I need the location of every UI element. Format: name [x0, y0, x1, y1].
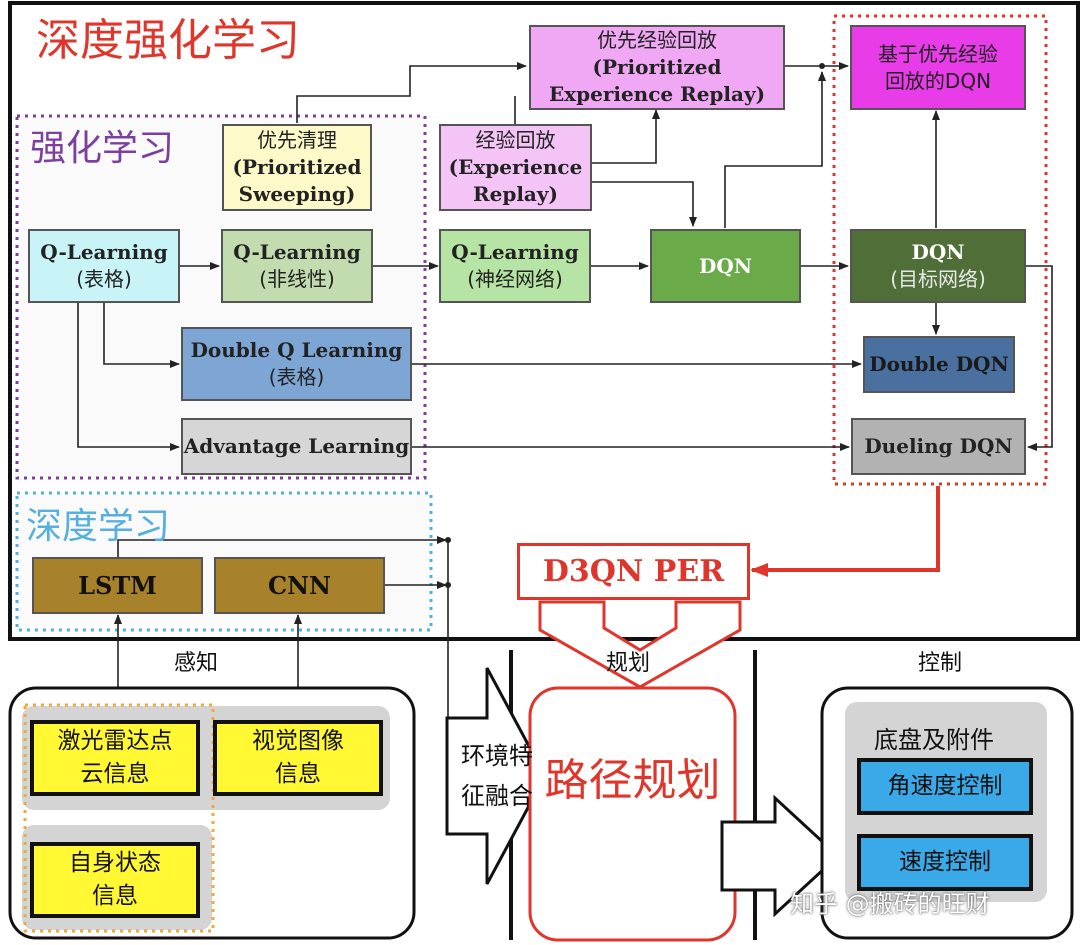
dl-title: 深度学习: [26, 506, 171, 547]
node-cnn: CNN: [214, 557, 385, 614]
input-vision: 视觉图像信息: [213, 720, 383, 796]
label-planning: 规划: [606, 651, 651, 676]
node-text-line: Dueling DQN: [864, 434, 1013, 458]
rl-title: 强化学习: [30, 128, 175, 169]
node-text-line: 云信息: [80, 761, 150, 787]
drl-title: 深度强化学习: [36, 15, 300, 66]
node-text-line: 路径: [544, 755, 633, 806]
node-d3qn-per: D3QN PER: [517, 543, 750, 600]
node-text-line: 经验回放: [475, 128, 556, 152]
node-text-line: (神经网络): [467, 267, 563, 291]
node-text-line: Q-Learning: [233, 240, 361, 264]
node-text-line: Q-Learning: [40, 240, 168, 264]
node-text-line: DQN: [911, 240, 965, 264]
node-text-line: Advantage Learning: [183, 434, 410, 458]
arrow-ps-per: [296, 62, 527, 123]
control-speed: 速度控制: [857, 834, 1033, 891]
node-text-line: DQN: [698, 253, 753, 278]
watermark: 知乎 @搬砖的旺财: [790, 890, 990, 918]
arrow-dqn-dqnper: [724, 71, 826, 228]
fusion-arrow: [445, 667, 547, 885]
node-dqn-target: DQN (目标网络): [850, 229, 1026, 303]
node-text-line: 环境特: [461, 742, 533, 770]
d3qn-funnel: [538, 600, 742, 689]
node-text-line: 自身状态: [69, 850, 161, 876]
node-text-line: 规划: [632, 755, 721, 806]
input-self-state: 自身状态信息: [30, 842, 200, 918]
node-text-line: (Experience: [448, 155, 583, 179]
node-text-line: 优先经验回放: [597, 28, 717, 52]
node-text-line: 回放的DQN: [884, 68, 992, 93]
node-qlearning-table: Q-Learning (表格): [28, 229, 180, 303]
fusion-label: 环境特征融合: [452, 736, 542, 816]
node-text-line: D3QN PER: [542, 554, 725, 589]
node-text-line: (非线性): [259, 267, 335, 291]
node-text-line: 信息: [275, 761, 321, 787]
control-group-label: 底盘及附件: [874, 726, 994, 754]
planning-control-arrow: [720, 794, 841, 918]
arrow-lstm-out: [117, 536, 447, 557]
arrow-ql-advantage: [77, 303, 180, 451]
node-qlearning-nn: Q-Learning (神经网络): [439, 229, 591, 303]
node-text-line: (表格): [76, 267, 132, 291]
node-text-line: 信息: [92, 883, 138, 909]
node-double-dqn: Double DQN: [863, 336, 1015, 393]
path-planning-label: 路径规划: [530, 748, 735, 814]
arrow-er-per: [592, 109, 660, 164]
node-text-line: 征融合: [461, 782, 533, 810]
node-text-line: Experience Replay): [548, 82, 766, 106]
node-text-line: 视觉图像: [252, 728, 344, 754]
node-text-line: Double DQN: [869, 352, 1009, 376]
drl-frame: [8, 1, 1080, 641]
node-dueling-dqn: Dueling DQN: [851, 418, 1026, 475]
node-text-line: (Prioritized: [232, 155, 362, 179]
arrow-dueling-d3qn: [750, 486, 940, 577]
arrow-target-dueling: [1026, 265, 1053, 451]
node-qlearning-nonlinear: Q-Learning (非线性): [221, 229, 373, 303]
node-text-line: 优先清理: [257, 128, 337, 152]
improvement-frame: [832, 14, 1048, 486]
node-lstm: LSTM: [32, 557, 203, 614]
label-perception: 感知: [174, 651, 219, 676]
node-text-line: 基于优先经验: [878, 41, 998, 66]
node-text-line: (表格): [268, 365, 325, 389]
node-text-line: 激光雷达点: [57, 728, 173, 754]
node-text-line: CNN: [268, 571, 331, 600]
node-text-line: Double Q Learning: [190, 338, 403, 362]
control-angular-velocity: 角速度控制: [857, 758, 1033, 815]
label-control: 控制: [918, 651, 963, 676]
path-planning-box: [528, 686, 737, 942]
arrow-er-dqn: [592, 181, 697, 227]
input-lidar: 激光雷达点云信息: [30, 720, 200, 796]
node-dqn-per: 基于优先经验回放的DQN: [850, 25, 1026, 110]
arrow-ql-doubleql: [103, 303, 180, 368]
node-text-line: (目标网络): [890, 267, 986, 291]
node-advantage-learning: Advantage Learning: [181, 418, 412, 475]
node-double-qlearning: Double Q Learning (表格): [181, 327, 412, 401]
node-text-line: (Prioritized: [592, 55, 722, 79]
node-text-line: Q-Learning: [451, 240, 579, 264]
node-dqn: DQN: [650, 229, 801, 303]
node-text-line: Sweeping): [238, 182, 356, 206]
node-text-line: Replay): [473, 182, 558, 206]
node-text-line: LSTM: [78, 571, 157, 600]
